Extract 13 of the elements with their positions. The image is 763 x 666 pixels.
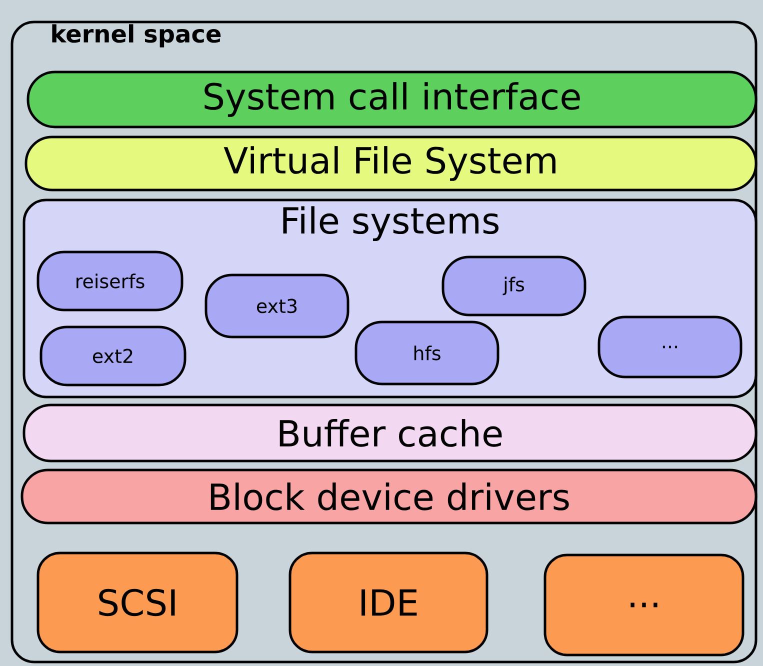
module-box: ext2 (40, 326, 186, 386)
layer-band: System call interface (26, 70, 758, 128)
layer-band: Block device drivers (20, 468, 758, 524)
module-box: ext3 (204, 274, 350, 338)
driver-box: ... (544, 554, 744, 656)
layer-band: Virtual File System (24, 136, 758, 192)
module-box: jfs (442, 256, 586, 316)
module-box: ... (598, 316, 742, 378)
module-box: reiserfs (36, 250, 184, 312)
driver-box: SCSI (36, 552, 238, 654)
layer-band: Buffer cache (22, 404, 758, 462)
module-box: hfs (354, 320, 500, 386)
driver-box: IDE (288, 552, 488, 654)
